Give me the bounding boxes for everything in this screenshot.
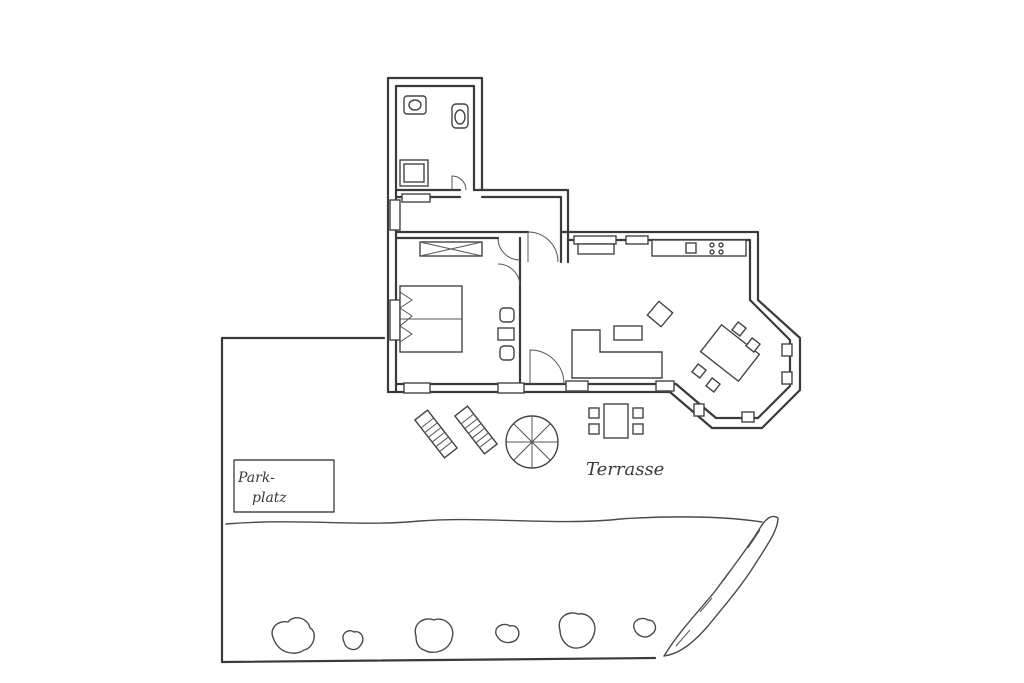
- parking-label-line2: platz: [252, 490, 287, 506]
- terrace-label: Terrasse: [586, 459, 664, 480]
- living-furniture: [571, 300, 762, 394]
- hall-door: [527, 231, 565, 385]
- lot-outline: [220, 336, 763, 664]
- hedge: [663, 515, 779, 657]
- bedroom-furniture: [399, 237, 521, 361]
- bathroom-fixtures: [399, 95, 469, 203]
- parking-area: [233, 459, 335, 513]
- parking-label-line1: Park-: [237, 470, 275, 486]
- kitchen-counter: [577, 239, 747, 257]
- shrubs: [271, 612, 657, 654]
- terrace-furniture: [413, 403, 644, 469]
